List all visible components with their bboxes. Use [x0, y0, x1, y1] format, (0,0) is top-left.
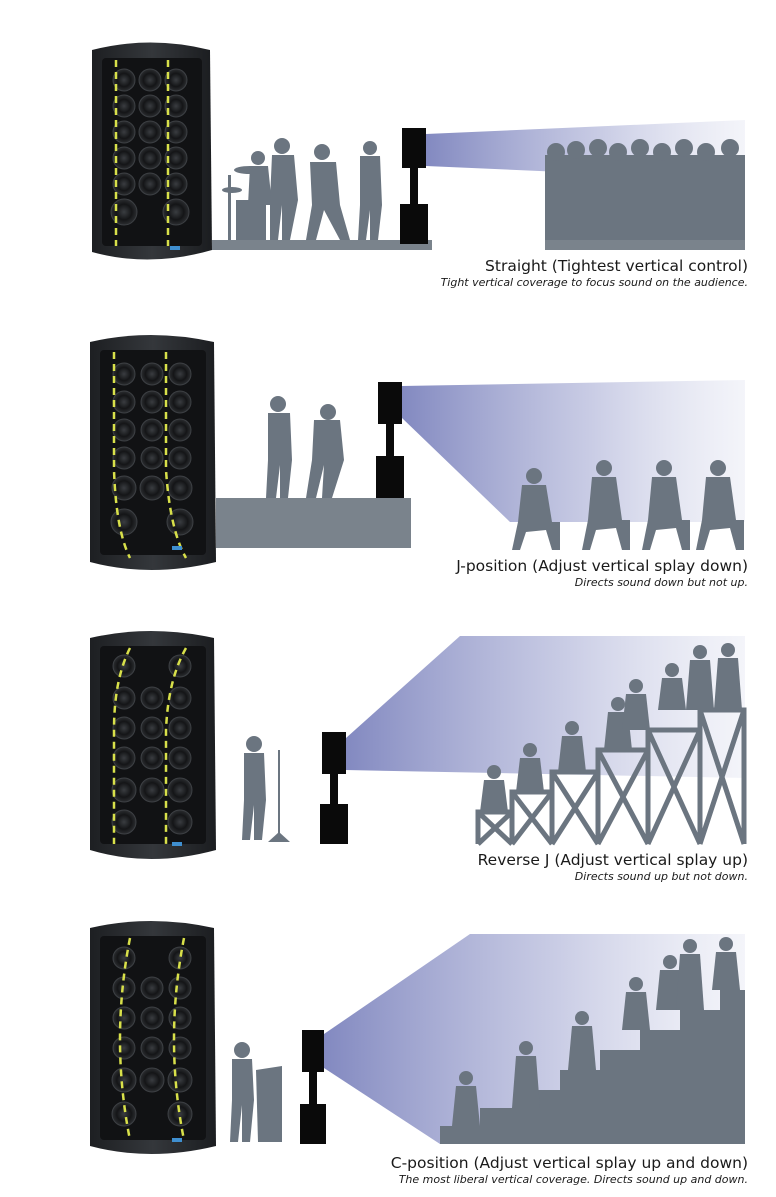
audience-silhouette [545, 139, 745, 250]
caption-title: Straight (Tightest vertical control) [485, 257, 748, 275]
panel-j-position: J-position (Adjust vertical splay down) … [0, 300, 776, 600]
speaker-cabinet [92, 42, 212, 260]
audience-silhouette [480, 643, 742, 812]
panel-reverse-j: Reverse J (Adjust vertical splay up) Dir… [0, 600, 776, 900]
c-position-illustration [90, 921, 745, 1154]
panel-c-position: C-position (Adjust vertical splay up and… [0, 900, 776, 1197]
reverse-j-illustration [90, 631, 747, 859]
status-badge [170, 246, 180, 250]
presenter-silhouette [230, 1042, 282, 1142]
status-badge [172, 546, 182, 550]
column-speaker [320, 732, 348, 844]
caption-description: Directs sound up but not down. [574, 870, 748, 883]
status-badge [172, 842, 182, 846]
column-speaker [376, 382, 404, 498]
caption-straight: Straight (Tightest vertical control) Tig… [441, 257, 748, 290]
caption-description: Tight vertical coverage to focus sound o… [440, 276, 748, 289]
caption-description: Directs sound down but not up. [574, 576, 748, 589]
band-silhouette [222, 138, 382, 240]
j-position-illustration [90, 335, 745, 570]
status-badge [172, 1138, 182, 1142]
column-speaker [400, 128, 428, 244]
caption-c-position: C-position (Adjust vertical splay up and… [391, 1154, 748, 1187]
caption-title: J-position (Adjust vertical splay down) [456, 557, 748, 575]
sound-beam [402, 380, 745, 522]
caption-title: C-position (Adjust vertical splay up and… [390, 1154, 748, 1172]
caption-reverse-j: Reverse J (Adjust vertical splay up) Dir… [478, 851, 748, 884]
speaker-cabinet [90, 335, 216, 570]
presenter-silhouette [242, 736, 290, 842]
audience-silhouette [512, 460, 744, 550]
stage-platform [216, 498, 411, 548]
speaker-cabinet [90, 631, 216, 859]
caption-description: The most liberal vertical coverage. Dire… [398, 1173, 748, 1186]
stepped-seating [440, 990, 745, 1144]
driver-line-left [118, 937, 132, 1141]
speaker-cabinet [90, 921, 216, 1154]
column-speaker [300, 1030, 326, 1144]
audience-silhouette [452, 937, 740, 1126]
driver-line-left [112, 647, 132, 844]
panel-straight: Straight (Tightest vertical control) Tig… [0, 0, 776, 300]
sound-beam [346, 636, 745, 778]
performer-silhouette [266, 396, 344, 498]
caption-j-position: J-position (Adjust vertical splay down) … [456, 557, 748, 590]
straight-illustration [92, 42, 745, 260]
podium [256, 1066, 282, 1142]
caption-title: Reverse J (Adjust vertical splay up) [477, 851, 748, 869]
driver-line-right [172, 937, 186, 1141]
